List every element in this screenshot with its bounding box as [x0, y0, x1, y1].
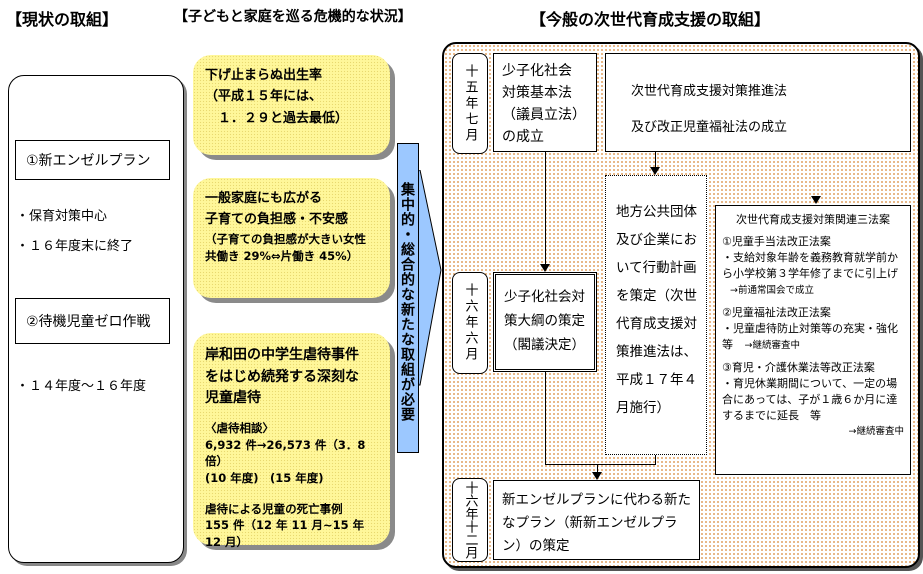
date-h16-jun: 十六年六月	[452, 272, 488, 374]
bill-item: ③育児・介護休業法等改正法案 ・育児休業期間について、一定の場合にあっては、子が…	[722, 360, 904, 440]
basic-law-line: （議員立法）	[502, 107, 586, 123]
bill-desc: ・支給対象年齢を義務教育就学前から小学校第３学年修了までに引上げ	[722, 251, 898, 280]
basic-law-box: 少子化社会 対策基本法 （議員立法） の成立	[493, 53, 597, 152]
arrow-down-icon	[592, 472, 602, 480]
abuse-consult: (10 年度) (15 年度)	[205, 471, 324, 486]
three-bills-title: 次世代育成支援対策関連三法案	[736, 213, 890, 226]
new-plan-box: 新エンゼルプランに代わる新たなプラン（新新エンゼルプラン）の策定	[493, 480, 700, 560]
plan2-point: ・１４年度～１６年度	[16, 379, 147, 394]
bill-status: →継続審査中	[848, 426, 904, 437]
plan1-point: ・１６年度末に終了	[16, 239, 134, 254]
birthrate-line: １．２９と過去最低）	[205, 110, 349, 126]
connector	[545, 152, 546, 266]
basic-law-line: 少子化社会	[502, 63, 572, 79]
local-plans-box: 地方公共団体及び企業において行動計画を策定（次世代育成支援対策推進法は、平成１７…	[605, 175, 707, 455]
header-crisis: 【子どもと家庭を巡る危機的な状況】	[174, 9, 412, 25]
bill-desc: ・児童虐待防止対策等の充実・強化 等	[722, 322, 909, 351]
header-current: 【現状の取組】	[6, 10, 119, 29]
bill-item: ②児童福祉法改正法案 ・児童虐待防止対策等の充実・強化 等 →継続審査中	[722, 305, 909, 354]
banner-necessary-action: 集中的・総合的な新たな取組が必要	[397, 143, 419, 453]
outline-box: 少子化社会対策大綱の策定（閣議決定）	[493, 272, 597, 372]
plan1-point: ・保育対策中心	[16, 209, 108, 224]
arrow-down-icon	[540, 264, 550, 272]
burden-note: （子育ての負担感が大きい女性	[205, 231, 366, 246]
bill-status: →継続審査中	[744, 340, 800, 351]
bill-status: →前通常国会で成立	[730, 285, 814, 296]
bill-name: ②児童福祉法改正法案	[722, 306, 831, 319]
burden-line: 子育ての負担感・不安感	[205, 212, 349, 228]
abuse-line: 児童虐待	[205, 390, 261, 407]
next-gen-law-line: 次世代育成支援対策推進法	[631, 84, 788, 99]
bill-item: ①児童手当法改正法案 ・支給対象年齢を義務教育就学前から小学校第３学年修了までに…	[722, 234, 904, 299]
burden-line: 一般家庭にも広がる	[205, 191, 323, 206]
new-angel-plan-box: ①新エンゼルプラン	[15, 140, 170, 180]
burden-note: 共働き 29%⇔片働き 45%）	[205, 248, 359, 263]
three-bills-box: 次世代育成支援対策関連三法案 ①児童手当法改正法案 ・支給対象年齢を義務教育就学…	[715, 205, 911, 475]
arrow-down-icon	[650, 167, 660, 175]
abuse-consult: 〈虐待相談〉	[205, 421, 274, 436]
next-gen-law-line: 及び改正児童福祉法の成立	[631, 120, 788, 135]
abuse-consult: 6,932 件→26,573 件（3．8 倍）	[205, 437, 366, 469]
abuse-box: 岸和田の中学生虐待事件 をはじめ続発する深刻な 児童虐待 〈虐待相談〉 6,93…	[193, 333, 390, 549]
bill-desc: ・育児休業期間について、一定の場合にあっては、子が１歳６か月に達するまでに延長 …	[722, 377, 898, 422]
abuse-deaths: 155 件（12 年 11 月~15 年 12 月）	[205, 518, 365, 550]
connector	[545, 464, 656, 465]
banner-arrow-icon	[415, 170, 442, 386]
connector	[597, 464, 598, 473]
burden-box: 一般家庭にも広がる 子育ての負担感・不安感 （子育ての負担感が大きい女性 共働き…	[193, 178, 390, 298]
birthrate-line: （平成１５年には、	[205, 89, 323, 105]
bill-name: ①児童手当法改正法案	[722, 235, 831, 248]
basic-law-line: 対策基本法	[502, 85, 572, 101]
connector	[545, 372, 546, 465]
zero-waiting-box: ②待機児童ゼロ作戦	[15, 298, 170, 344]
basic-law-line: の成立	[502, 129, 544, 145]
abuse-deaths: 虐待による児童の死亡事例	[205, 501, 343, 516]
next-gen-law-box: 次世代育成支援対策推進法 及び改正児童福祉法の成立	[605, 53, 911, 152]
arrow-down-icon	[811, 196, 821, 204]
abuse-line: をはじめ続発する深刻な	[205, 368, 359, 385]
date-h16-dec: 十六年十二月	[452, 478, 488, 562]
bill-name: ③育児・介護休業法等改正法案	[722, 361, 875, 374]
abuse-line: 岸和田の中学生虐待事件	[205, 347, 359, 363]
birthrate-box: 下げ止まらぬ出生率 （平成１５年には、 １．２９と過去最低）	[193, 55, 390, 155]
date-h15-jul: 十五年七月	[452, 53, 488, 154]
connector	[655, 455, 656, 465]
birthrate-line: 下げ止まらぬ出生率	[205, 68, 323, 83]
connector	[655, 152, 656, 169]
header-new-efforts: 【今般の次世代育成支援の取組】	[530, 10, 771, 29]
